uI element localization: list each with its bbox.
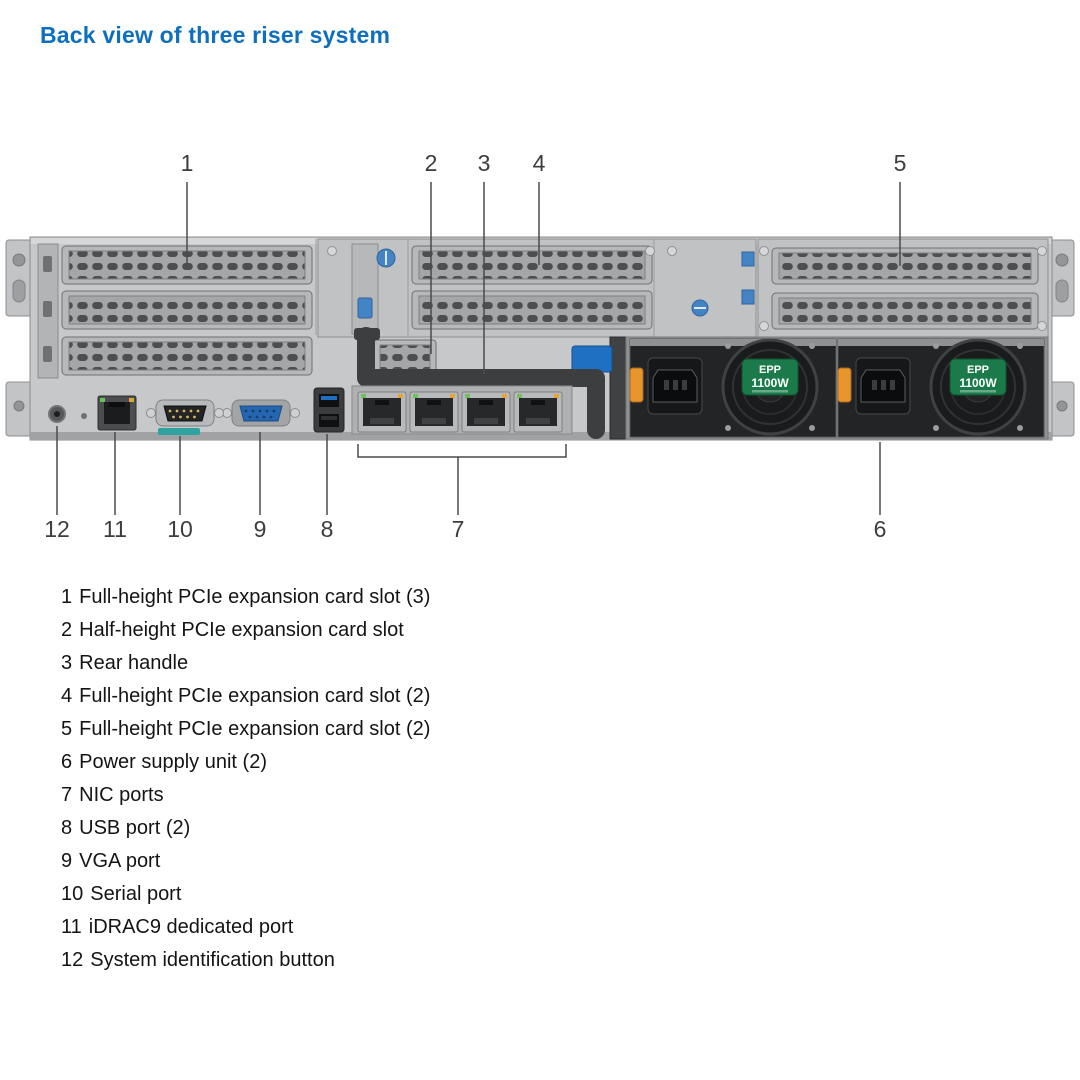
legend-item-number: 9 <box>61 850 73 872</box>
legend-item-label: Full-height PCIe expansion card slot (2) <box>79 718 431 740</box>
psu1-release-lever <box>629 367 644 403</box>
legend-item-label: System identification button <box>90 949 335 971</box>
callout-10: 10 <box>167 516 193 542</box>
psu-bay: EPP 1100W <box>625 336 1049 440</box>
legend-item-label: iDRAC9 dedicated port <box>88 916 294 938</box>
chassis-hole <box>81 413 87 419</box>
callout-9: 9 <box>254 516 267 542</box>
callout-5: 5 <box>894 150 907 176</box>
callout-8: 8 <box>321 516 334 542</box>
legend-item: 1 Full-height PCIe expansion card slot (3… <box>61 581 430 614</box>
legend-item-label: Half-height PCIe expansion card slot <box>79 619 404 641</box>
vga-port <box>222 399 300 427</box>
legend-item-label: NIC ports <box>79 784 164 806</box>
legend-item-label: USB port (2) <box>79 817 191 839</box>
legend-item-number: 5 <box>61 718 73 740</box>
usb-ports <box>313 387 345 433</box>
legend-item-label: Full-height PCIe expansion card slot (3) <box>79 586 431 608</box>
legend-item-number: 11 <box>61 916 82 938</box>
legend-item: 5 Full-height PCIe expansion card slot (2… <box>61 713 430 746</box>
legend-list: 1 Full-height PCIe expansion card slot (3… <box>61 581 430 977</box>
nic-port-3 <box>461 391 511 433</box>
nic-port-1 <box>357 391 407 433</box>
callout-lines <box>56 182 901 515</box>
legend-item: 2 Half-height PCIe expansion card slot <box>61 614 430 647</box>
callout-7: 7 <box>452 516 465 542</box>
legend-item: 11 iDRAC9 dedicated port <box>61 911 430 944</box>
callout-2: 2 <box>425 150 438 176</box>
callout-12: 12 <box>44 516 70 542</box>
psu-1: EPP 1100W <box>629 338 837 438</box>
server-back-view-figure: EPP 1100W <box>5 150 1075 542</box>
callout-6: 6 <box>874 516 887 542</box>
legend-item-number: 6 <box>61 751 73 773</box>
system-id-button <box>48 405 66 423</box>
legend-item-number: 3 <box>61 652 73 674</box>
legend-item-number: 2 <box>61 619 73 641</box>
svg-text:EPP: EPP <box>759 364 781 376</box>
legend-item: 6 Power supply unit (2) <box>61 746 430 779</box>
psu2-rating-badge: EPP 1100W <box>949 358 1007 396</box>
legend-item: 12 System identification button <box>61 944 430 977</box>
svg-text:EPP: EPP <box>967 364 989 376</box>
rack-ear-right <box>1049 239 1075 437</box>
legend-item: 8 USB port (2) <box>61 812 430 845</box>
psu2-release-lever <box>837 367 852 403</box>
legend-item-label: Rear handle <box>79 652 189 674</box>
legend-item-number: 8 <box>61 817 73 839</box>
callout-11: 11 <box>103 516 127 542</box>
legend-item-number: 4 <box>61 685 73 707</box>
riser-emblem <box>571 345 613 373</box>
legend-item-number: 12 <box>61 949 84 971</box>
blue-thumbscrew <box>376 248 396 268</box>
slot-retention-bracket <box>37 243 59 379</box>
legend-item: 10 Serial port <box>61 878 430 911</box>
callout-1: 1 <box>181 150 194 176</box>
legend-item-label: Full-height PCIe expansion card slot (2) <box>79 685 431 707</box>
legend-item-label: Power supply unit (2) <box>79 751 267 773</box>
svg-text:1100W: 1100W <box>959 376 997 390</box>
legend-item: 3 Rear handle <box>61 647 430 680</box>
psu-cage-latch <box>609 336 629 440</box>
riser-cage-mid <box>317 238 757 338</box>
legend-item-label: Serial port <box>90 883 182 905</box>
legend-item-number: 10 <box>61 883 84 905</box>
rear-handle <box>354 327 605 439</box>
nic-port-4 <box>513 391 563 433</box>
svg-text:1100W: 1100W <box>751 376 789 390</box>
psu1-rating-badge: EPP 1100W <box>741 358 799 396</box>
legend-item-number: 1 <box>61 586 73 608</box>
callout-4: 4 <box>533 150 546 176</box>
callout-3: 3 <box>478 150 491 176</box>
pcie-slot-half-height <box>373 339 437 377</box>
legend-item: 7 NIC ports <box>61 779 430 812</box>
legend-item-number: 7 <box>61 784 73 806</box>
page-title: Back view of three riser system <box>40 22 391 48</box>
psu-2: EPP 1100W <box>837 338 1045 438</box>
pcie-slots-full-height-left <box>61 245 313 376</box>
nic-port-2 <box>409 391 459 433</box>
serial-port <box>146 399 224 435</box>
legend-item: 9 VGA port <box>61 845 430 878</box>
chassis-screws <box>327 246 1047 331</box>
legend-item: 4 Full-height PCIe expansion card slot (2… <box>61 680 430 713</box>
idrac-port <box>97 395 137 431</box>
riser-cage-right <box>757 238 1049 338</box>
rack-ear-left <box>5 239 33 437</box>
legend-item-label: VGA port <box>79 850 161 872</box>
callout-numbers: 1 2 3 4 5 12 11 10 9 8 7 6 <box>44 150 906 542</box>
